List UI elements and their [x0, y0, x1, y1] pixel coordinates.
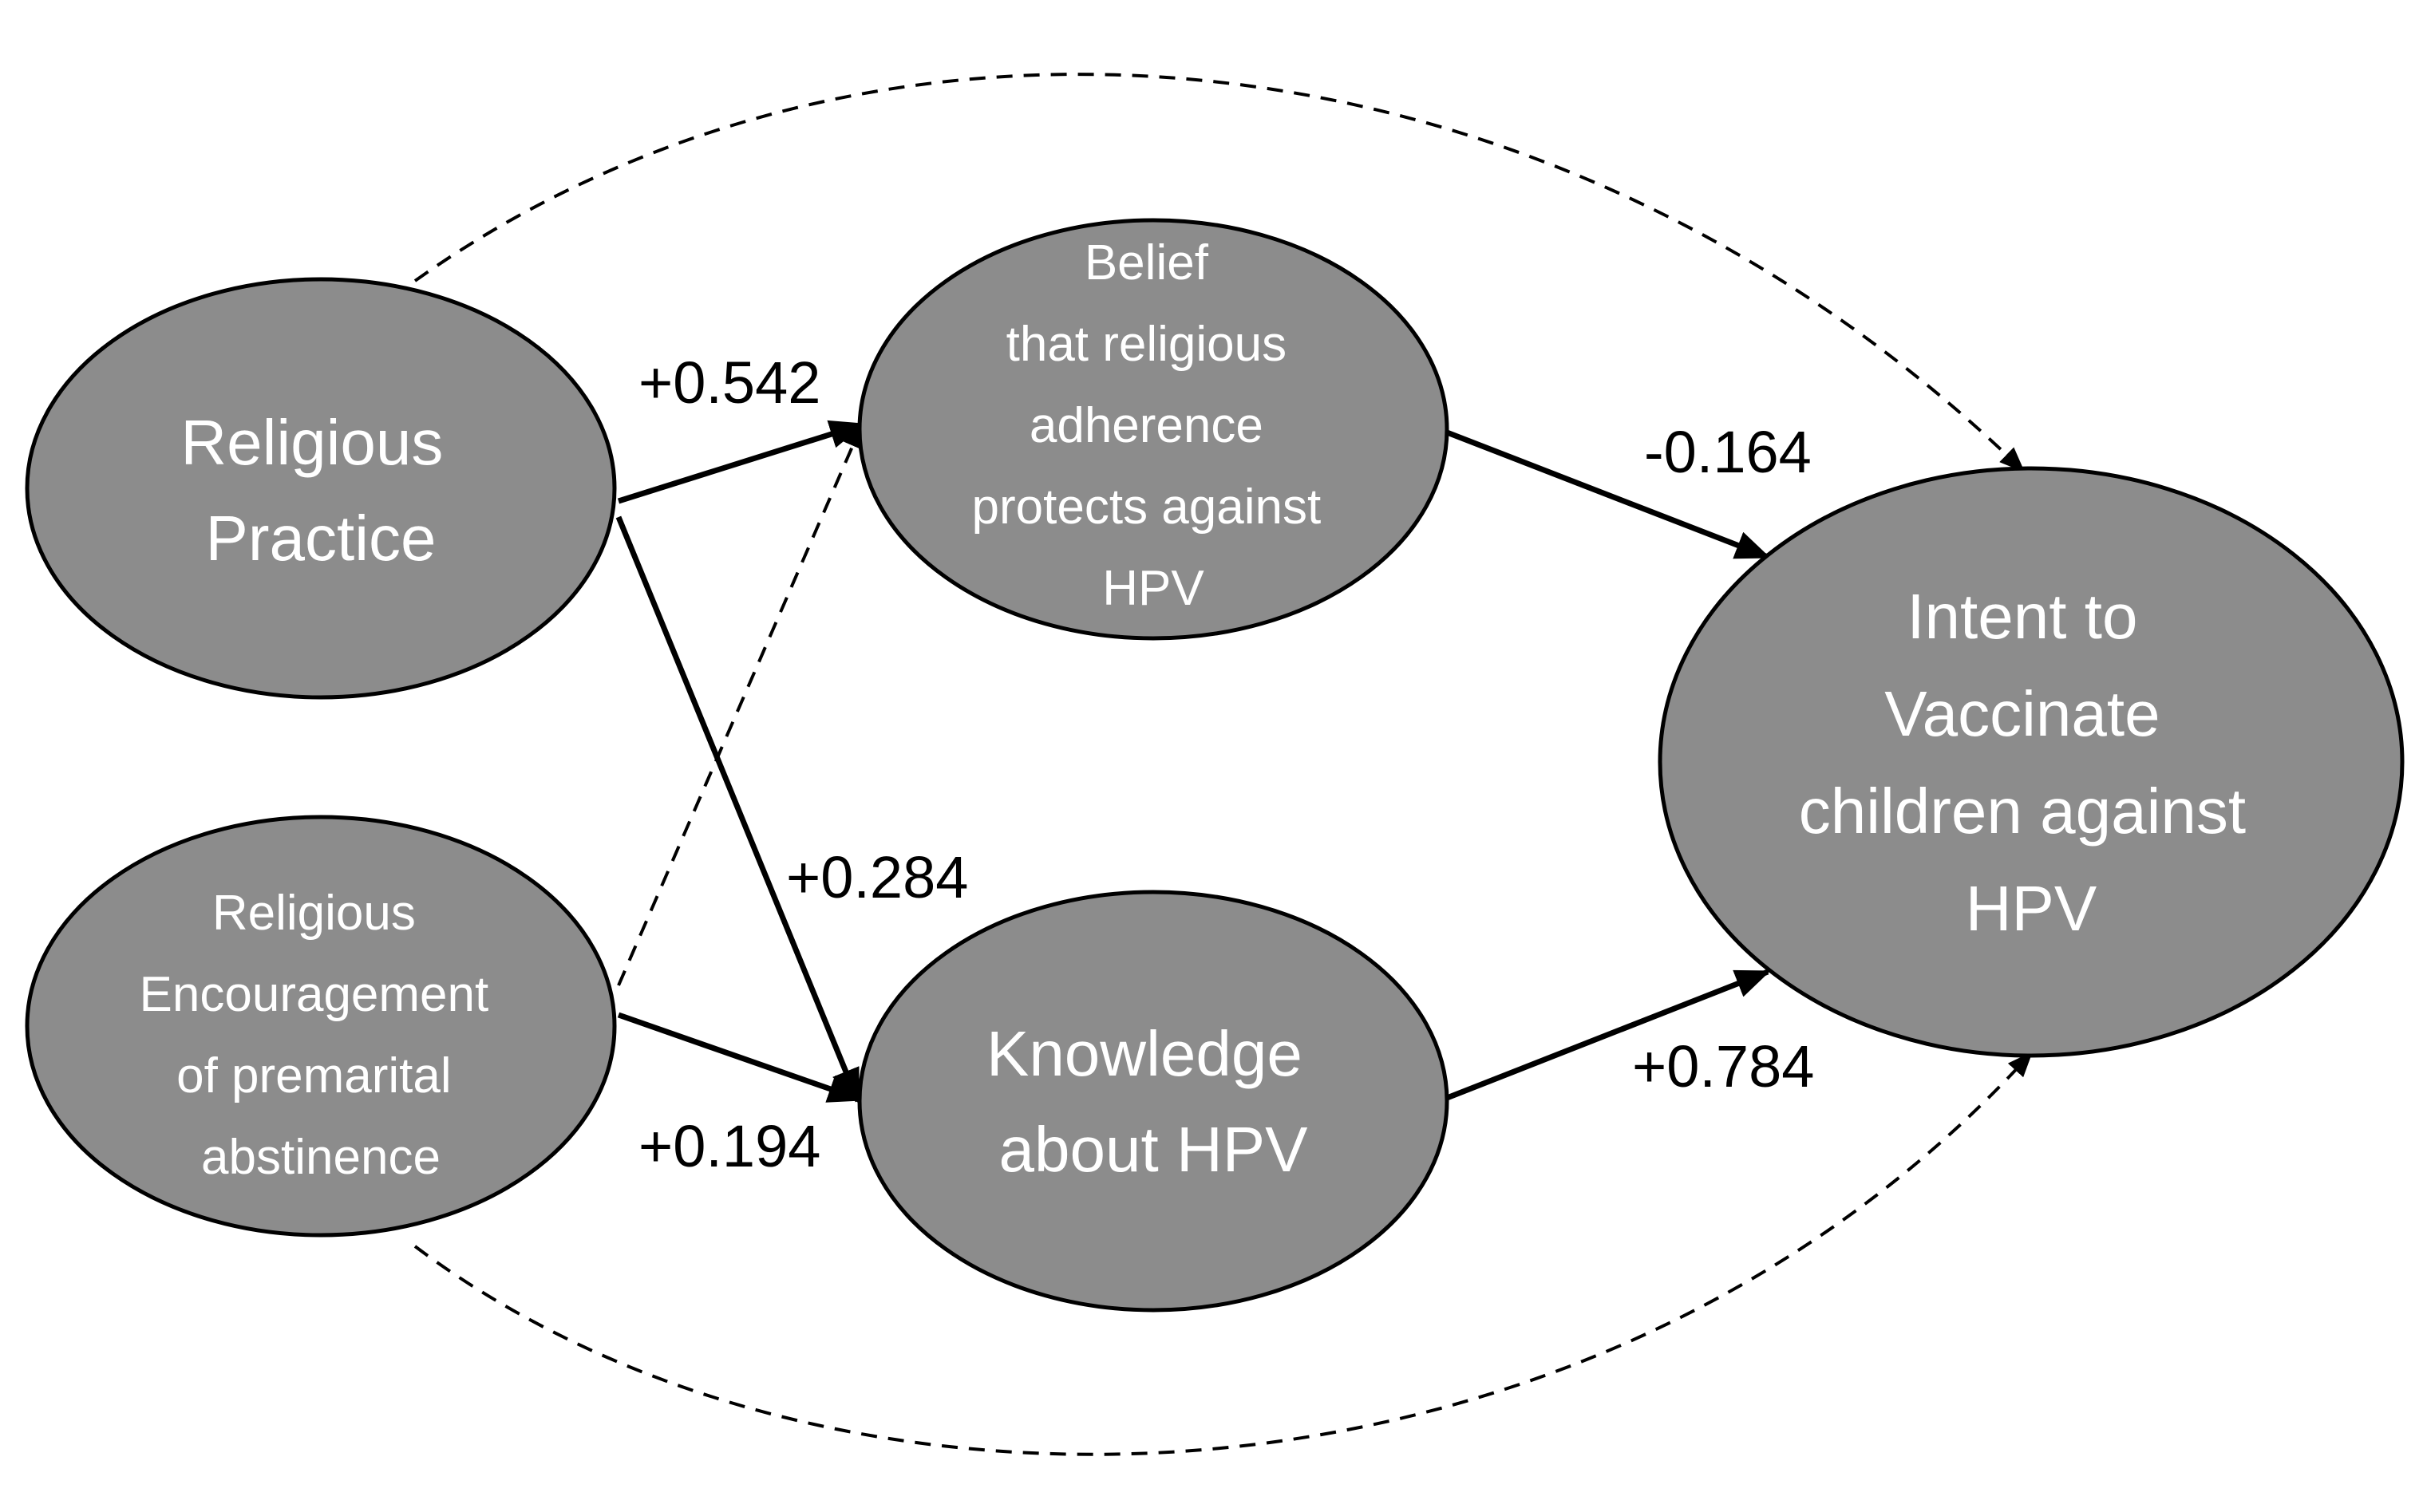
node-religious-practice: Religious Practice — [25, 277, 617, 700]
dashed-edges — [413, 73, 2034, 1456]
edge-encouragement-to-belief — [617, 422, 864, 986]
node-belief-line: that religious — [1006, 317, 1287, 372]
node-religious-practice-line: Practice — [206, 503, 437, 574]
edge-knowledge-to-intent — [1441, 969, 1771, 1103]
solid-edges — [615, 420, 1771, 1104]
coefficient-labels: +0.542 +0.284 +0.194 -0.164 +0.784 — [638, 349, 1814, 1179]
node-belief-line: HPV — [1102, 561, 1204, 616]
node-belief-line: protects against — [972, 480, 1322, 535]
node-religious-practice-line: Religious — [180, 407, 443, 478]
coef-belief-to-intent: -0.164 — [1644, 419, 1812, 485]
node-knowledge-line: about HPV — [999, 1114, 1309, 1185]
node-religious-encouragement-line: of premarital — [176, 1048, 452, 1103]
node-intent-line: Vaccinate — [1884, 678, 2160, 749]
node-belief-label: Belief that religious adherence protects… — [972, 235, 1335, 616]
node-belief-line: adherence — [1030, 398, 1263, 453]
node-knowledge: Knowledge about HPV — [857, 890, 1449, 1313]
node-religious-encouragement-line: Encouragement — [140, 967, 489, 1022]
coef-practice-to-belief: +0.542 — [638, 349, 820, 416]
node-religious-encouragement-line: abstinence — [201, 1130, 441, 1185]
node-intent-line: Intent to — [1907, 581, 2137, 652]
node-religious-encouragement-line: Religious — [212, 886, 416, 941]
node-belief-line: Belief — [1085, 235, 1209, 290]
coef-knowledge-to-intent: +0.784 — [1632, 1033, 1814, 1099]
edge-encouragement-to-intent — [413, 1051, 2034, 1456]
node-intent-label: Intent to Vaccinate children against HPV — [1799, 581, 2264, 944]
edge-belief-to-intent — [1441, 428, 1771, 560]
edge-practice-to-belief — [617, 420, 865, 504]
edge-practice-to-knowledge — [615, 515, 861, 1104]
node-intent: Intent to Vaccinate children against HPV — [1658, 466, 2405, 1058]
node-knowledge-label: Knowledge about HPV — [986, 1018, 1320, 1185]
edge-encouragement-to-knowledge — [617, 1012, 864, 1103]
node-belief: Belief that religious adherence protects… — [857, 218, 1449, 641]
node-religious-encouragement-label: Religious Encouragement of premarital ab… — [140, 886, 503, 1185]
edge-practice-to-intent — [413, 73, 2026, 473]
coef-encouragement-to-knowledge: +0.194 — [638, 1113, 820, 1179]
node-knowledge-line: Knowledge — [986, 1018, 1302, 1089]
node-intent-line: HPV — [1966, 873, 2097, 944]
node-intent-line: children against — [1799, 776, 2246, 847]
coef-practice-to-knowledge: +0.284 — [786, 844, 968, 910]
node-religious-encouragement: Religious Encouragement of premarital ab… — [25, 815, 617, 1238]
node-religious-practice-label: Religious Practice — [180, 407, 460, 574]
